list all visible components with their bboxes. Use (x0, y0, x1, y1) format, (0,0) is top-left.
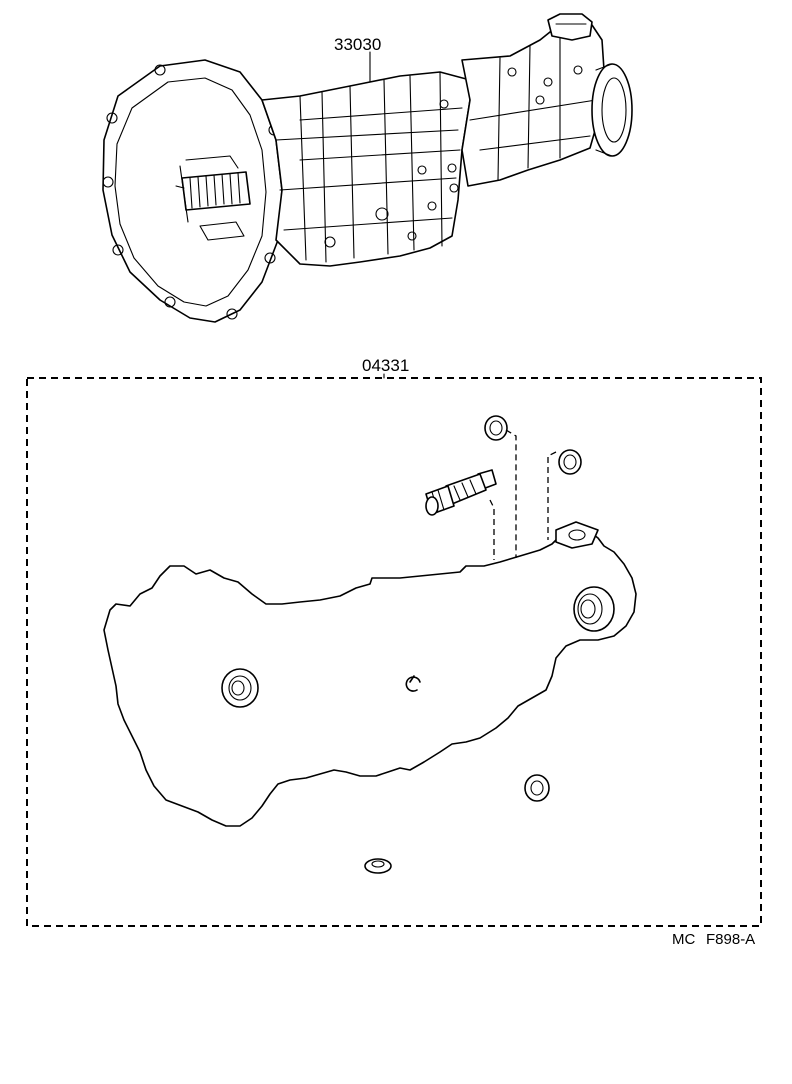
speedometer-sleeve (425, 469, 497, 516)
small-seal-lower (524, 774, 550, 802)
case-gasket-outline (103, 531, 637, 827)
leader-dashed-1 (505, 429, 517, 558)
front-oil-seal (221, 668, 259, 708)
transmission-assembly-illustration (102, 13, 633, 323)
gasket-kit-boundary (26, 377, 762, 927)
snap-ring (405, 675, 421, 692)
leader-dashed-3 (489, 499, 495, 560)
washer (364, 858, 392, 874)
reference-prefix: MC (672, 931, 695, 948)
part-number-04331: 04331 (362, 356, 409, 375)
part-number-33030: 33030 (334, 35, 381, 54)
cover-gasket (555, 521, 599, 549)
o-ring-upper-left (484, 415, 508, 441)
leader-dashed-2 (547, 451, 557, 540)
o-ring-upper-right (558, 449, 582, 475)
reference-code: F898-A (706, 931, 755, 948)
rear-oil-seal (573, 586, 615, 632)
